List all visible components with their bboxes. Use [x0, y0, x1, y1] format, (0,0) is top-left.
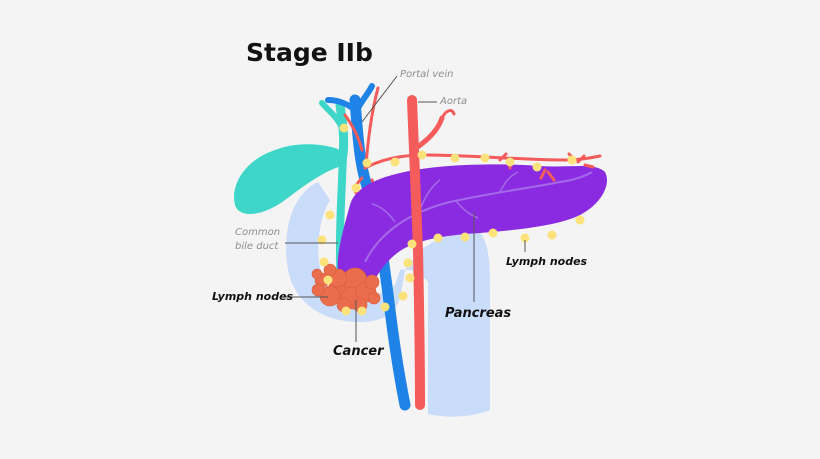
leader-portal-vein	[361, 75, 398, 123]
pancreatic-duct-branch-1	[419, 179, 441, 211]
lymph-node	[532, 162, 542, 172]
aorta-branch-curl	[440, 109, 456, 120]
lymph-node	[450, 153, 460, 163]
tumor-lobe	[319, 285, 341, 307]
tumor-lobe	[364, 274, 380, 290]
lymph-node	[488, 228, 498, 238]
lymph-node	[398, 291, 408, 301]
pancreatic-duct-branch-2	[454, 199, 479, 219]
label-lymph-nodes-left: Lymph nodes	[212, 290, 294, 303]
pancreatic-duct-main	[364, 171, 593, 263]
diagram-title: Stage IIb	[246, 38, 373, 67]
lymph-node	[390, 157, 400, 167]
lymph-node	[362, 158, 372, 168]
lymph-node	[433, 233, 443, 243]
lymph-node	[319, 257, 329, 267]
lymph-node	[403, 258, 413, 268]
hepatic-artery-2	[343, 113, 364, 152]
label-pancreas: Pancreas	[445, 306, 512, 321]
cancer-tumor	[311, 263, 381, 313]
aorta-branch-right	[413, 115, 445, 151]
label-aorta: Aorta	[440, 96, 468, 107]
hepatic-artery-1	[364, 86, 380, 167]
gallbladder	[234, 144, 345, 215]
lymph-node	[357, 306, 367, 316]
lymph-node	[547, 230, 557, 240]
portal-vein-left-branch	[325, 97, 358, 113]
lymph-node	[351, 183, 361, 193]
aorta-main	[407, 95, 425, 410]
lymph-node	[325, 210, 335, 220]
lymph-node	[341, 306, 351, 316]
label-cancer: Cancer	[333, 344, 384, 359]
label-portal-vein: Portal vein	[400, 69, 454, 80]
pancreatic-duct-branch-3	[499, 171, 519, 193]
pancreas-body	[337, 164, 608, 289]
lymph-node	[505, 157, 515, 167]
pancreatic-duct-branch-4	[371, 203, 396, 223]
lymph-nodes-group	[317, 123, 585, 316]
portal-vein-right-branch	[354, 83, 375, 113]
lymph-node	[460, 232, 470, 242]
lymph-node	[323, 275, 333, 285]
tumor-lobe	[311, 283, 325, 297]
lymph-node	[405, 273, 415, 283]
lymph-node	[567, 155, 577, 165]
lymph-node	[317, 235, 327, 245]
label-lymph-nodes-right: Lymph nodes	[506, 255, 588, 268]
lymph-node	[407, 239, 417, 249]
lymph-node	[339, 123, 349, 133]
lymph-node	[520, 233, 530, 243]
tumor-lobe	[367, 291, 381, 305]
lymph-node	[417, 150, 427, 160]
label-common-bile-duct-line1: Common	[235, 227, 281, 238]
lymph-node	[575, 215, 585, 225]
label-common-bile-duct-line2: bile duct	[235, 241, 279, 252]
lymph-node	[480, 153, 490, 163]
tumor-lobe	[311, 268, 323, 280]
lymph-node	[380, 302, 390, 312]
